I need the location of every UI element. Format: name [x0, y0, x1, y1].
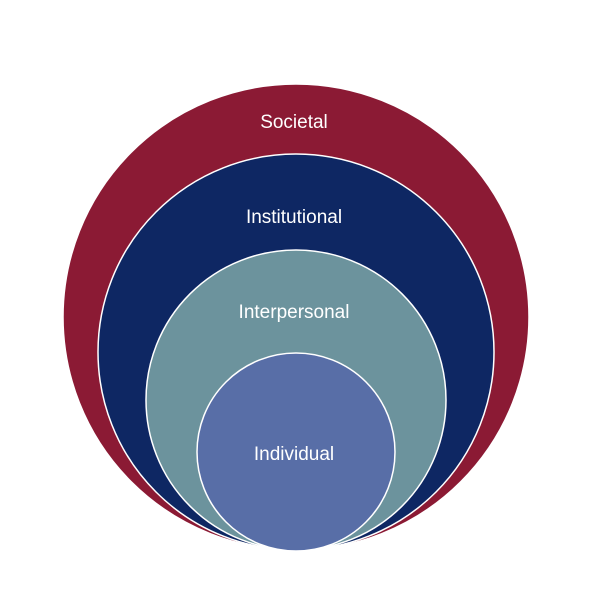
- label-interpersonal: Interpersonal: [239, 302, 350, 323]
- circle-individual: [196, 352, 396, 552]
- label-societal: Societal: [260, 112, 328, 133]
- label-individual: Individual: [254, 444, 334, 465]
- label-institutional: Institutional: [246, 207, 342, 228]
